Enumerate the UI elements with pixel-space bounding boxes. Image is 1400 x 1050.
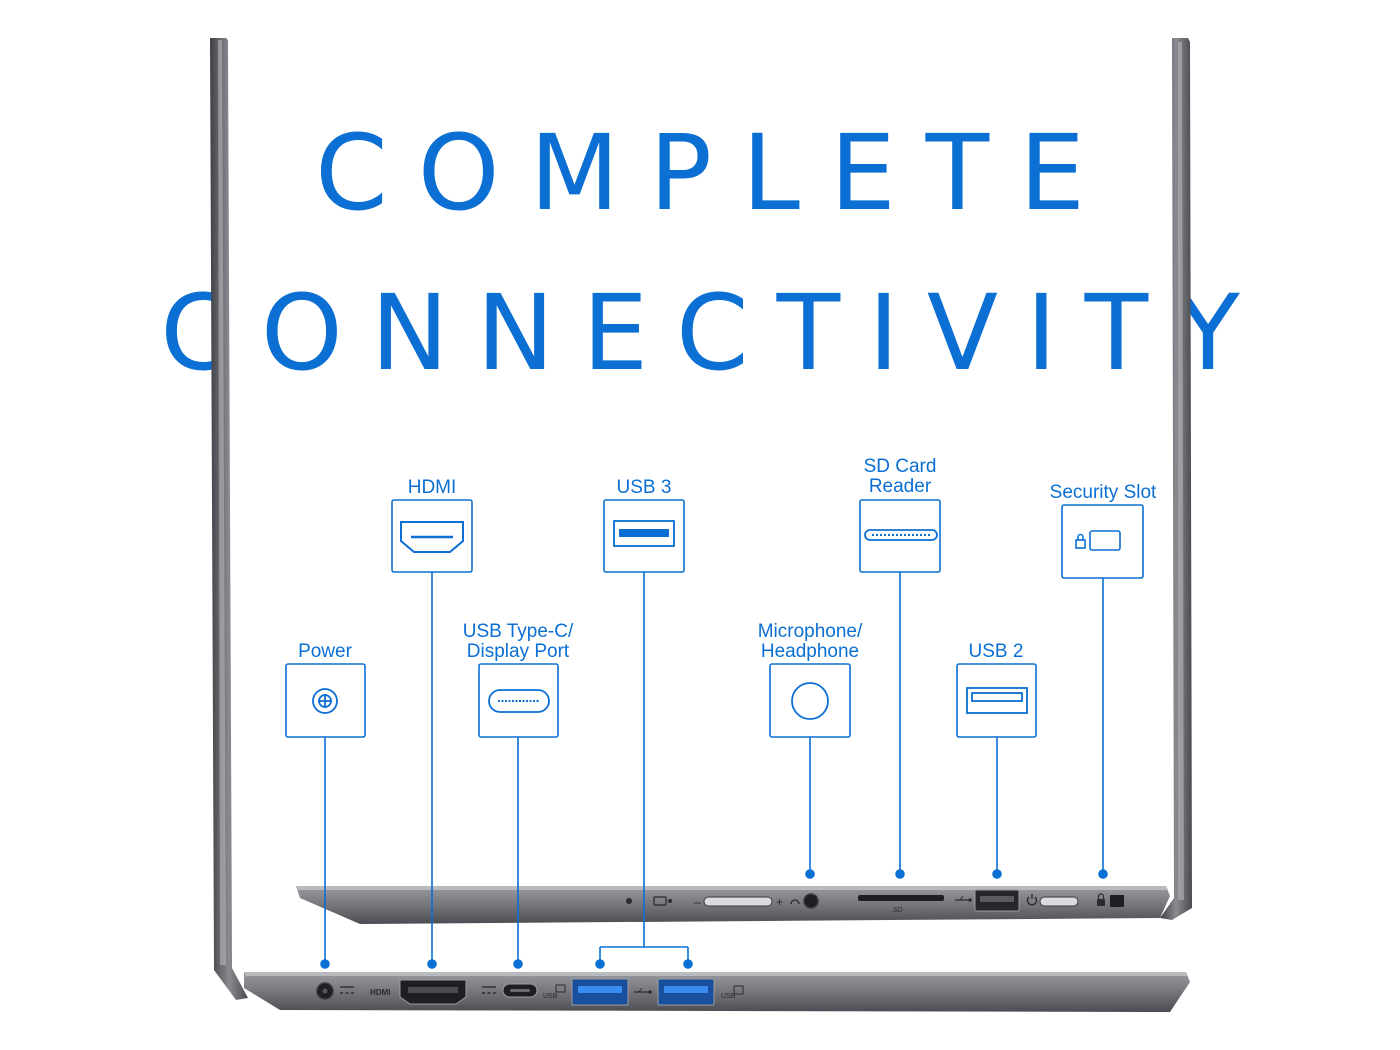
label-power: Power: [298, 641, 352, 662]
usb-symbol-2-icon: [634, 987, 652, 994]
sd-card-slot: [858, 895, 944, 901]
headline-complete: COMPLETE: [315, 112, 1115, 234]
svg-text:–: –: [694, 895, 701, 909]
svg-text:+: +: [776, 895, 783, 909]
power-button: [1039, 896, 1079, 907]
laptop-base-left-side: HDMI USB USB: [244, 972, 1190, 1012]
laptop-base-right-side: – + SD: [296, 886, 1170, 924]
icon-box-security: [1061, 504, 1144, 579]
headphone-jack-icon: [791, 682, 829, 720]
sd-card-slot-icon: [864, 529, 938, 541]
icon-box-mic: [769, 663, 851, 738]
usb-c-marking: USB: [543, 993, 558, 1000]
usb2-port-icon: [966, 687, 1028, 714]
label-usb-c: USB Type-C/Display Port: [462, 621, 574, 662]
label-security: Security Slot: [1049, 482, 1157, 503]
indicator-light-icon: [626, 898, 632, 904]
headphone-jack: [803, 893, 819, 909]
usb3-marking: USB: [721, 993, 736, 1000]
lock-marking-icon: [1097, 893, 1105, 906]
battery-indicator-icon: [653, 896, 667, 906]
power-symbol-icon: [1026, 896, 1038, 906]
headline-connectivity: CONNECTIVITY: [160, 272, 1268, 394]
label-hdmi: HDMI: [407, 477, 457, 498]
usb-symbol-icon: [955, 895, 972, 902]
label-usb2: USB 2: [968, 641, 1024, 662]
left-laptop-lid: [210, 38, 248, 1000]
leader-usb3: [595, 572, 693, 969]
headphone-marking-icon: [790, 899, 800, 905]
label-mic: Microphone/Headphone: [757, 621, 863, 662]
sd-marking: SD: [893, 907, 903, 914]
usb3-port-icon: [613, 520, 675, 547]
security-lock-icon: [1075, 530, 1121, 551]
volume-rocker: [703, 896, 773, 907]
dc-symbol-icon: [340, 986, 354, 994]
icon-box-usb-c: [478, 663, 559, 738]
usb-c-port-icon: [488, 689, 550, 713]
dc-symbol-2-icon: [482, 986, 496, 994]
hdmi-marking: HDMI: [370, 988, 390, 997]
hdmi-port-icon: [400, 521, 464, 553]
right-laptop-lid: [1160, 38, 1192, 920]
label-usb3: USB 3: [616, 477, 672, 498]
security-slot: [1110, 895, 1124, 907]
power-jack-icon: [312, 688, 338, 714]
